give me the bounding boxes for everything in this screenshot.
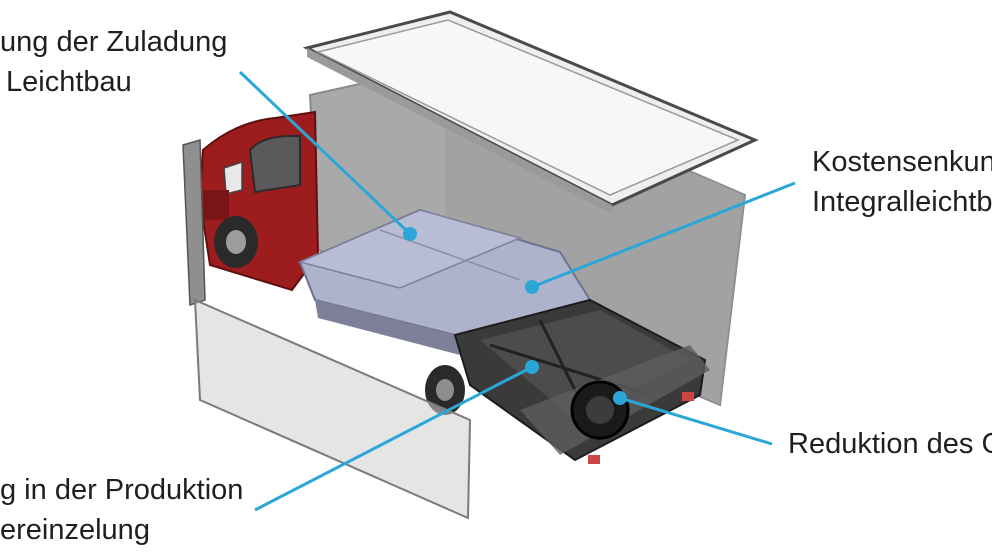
annotation-right-bottom-line1: Reduktion des G (788, 428, 992, 460)
floor-panels (297, 208, 592, 355)
box-roof-panel (302, 10, 759, 214)
callout-lines (238, 70, 796, 512)
callout-dot-integral (525, 280, 539, 294)
annotation-bottom-left: g in der Produktion ereinzelung (0, 470, 243, 550)
annotation-right-bottom: Reduktion des G (788, 424, 992, 464)
callout-dot-payload (403, 227, 417, 241)
annotation-right-top-line1: Kostensenkun (812, 146, 992, 178)
annotation-right-top: Kostensenkun Integralleichtb (812, 142, 992, 222)
callout-line-payload (238, 70, 412, 236)
callout-dot-production (525, 360, 539, 374)
callout-line-production (254, 365, 533, 512)
callout-dot-reduction (613, 391, 627, 405)
callout-line-reduction (619, 396, 773, 446)
annotation-bottom-left-line2: ereinzelung (0, 514, 150, 546)
annotation-bottom-left-line1: g in der Produktion (0, 474, 244, 506)
annotation-top-left-line1: ung der Zuladung (0, 26, 228, 58)
annotation-top-left: ung der Zuladung Leichtbau (0, 22, 227, 102)
annotation-right-top-line2: Integralleichtb (812, 186, 992, 218)
annotation-top-left-line2: Leichtbau (6, 66, 132, 98)
box-front-wall (193, 298, 472, 520)
callout-line-integral (531, 181, 796, 289)
callout-dots (403, 227, 627, 405)
front-post (182, 139, 206, 307)
truck-cab (198, 110, 320, 292)
